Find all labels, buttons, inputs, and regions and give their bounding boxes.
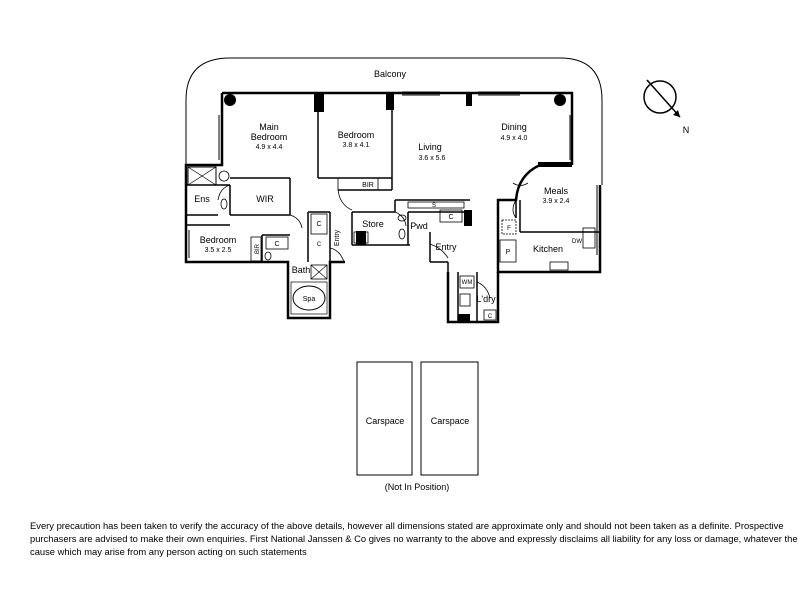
sliding-doors [402, 91, 520, 96]
cupboard-label: C [448, 214, 453, 221]
washing-machine-label: WM [462, 280, 473, 286]
main-bedroom-dimension: 4.9 x 4.4 [256, 144, 283, 151]
spa-label: Spa [303, 296, 316, 303]
bath-shower-cross [310, 264, 328, 280]
kitchen-pantry [499, 239, 517, 263]
bir-robe [337, 177, 379, 191]
kitchen-fridge [501, 219, 517, 235]
outer-walls [184, 91, 602, 324]
bath-label: Bath [292, 265, 311, 275]
bedroom-2-label: Bedroom [338, 130, 375, 140]
shower [187, 166, 217, 186]
main-bedroom-label: Bedroom [251, 132, 288, 142]
kitchen-sink [582, 227, 596, 249]
laundry-label: L'dry [476, 294, 496, 304]
spa-frame [290, 281, 328, 315]
bir-label: BIR [362, 182, 374, 189]
kitchen-cooktop [549, 261, 569, 271]
dishwasher-label: DW [572, 239, 582, 245]
internal-walls [186, 110, 600, 322]
column [386, 92, 394, 110]
entry-label: Entry [435, 242, 457, 252]
cupboard [483, 309, 497, 321]
carspace-2-label: Carspace [431, 416, 470, 426]
meals-dimension: 3.9 x 2.4 [543, 198, 570, 205]
shower-cross [187, 166, 217, 186]
laundry-tub [459, 293, 471, 307]
cupboard-label: C [317, 242, 322, 248]
door-swings [217, 182, 529, 299]
ensuite-label: Ens [194, 194, 210, 204]
column [466, 92, 472, 106]
entry-label: Entry [334, 229, 341, 246]
bedroom-2-dimension: 3.8 x 4.1 [343, 142, 370, 149]
wir-label: WIR [256, 194, 274, 204]
living-dimension: 3.6 x 5.6 [419, 155, 446, 162]
column [356, 231, 366, 245]
column [464, 210, 472, 226]
dining-label: Dining [501, 122, 527, 132]
bedroom-3-label: Bedroom [200, 235, 237, 245]
cupboard [439, 209, 463, 223]
bedroom-3-dimension: 3.5 x 2.5 [205, 247, 232, 254]
shelf [407, 201, 465, 209]
shelf-label: S [432, 203, 436, 209]
washing-machine [459, 275, 475, 289]
bir-robe [250, 236, 262, 262]
spa-tub [292, 285, 326, 311]
carspace-1-label: Carspace [366, 416, 405, 426]
living-label: Living [418, 142, 442, 152]
basin [397, 214, 407, 222]
carspace-1 [356, 361, 413, 476]
kitchen-label: Kitchen [533, 244, 563, 254]
store-shelf [353, 231, 369, 244]
compass-icon [643, 79, 681, 118]
toilet [398, 228, 406, 240]
main-bedroom-label: Main [259, 122, 279, 132]
not-in-position-label: (Not In Position) [385, 482, 450, 492]
windows [188, 115, 598, 258]
cupboard-label: C [488, 314, 493, 320]
dining-dimension: 4.9 x 4.0 [501, 135, 528, 142]
cupboard-label: C [274, 241, 279, 248]
pantry-label: P [506, 249, 511, 256]
balcony-label: Balcony [374, 69, 407, 79]
column [554, 94, 566, 106]
wall-block [538, 162, 572, 167]
disclaimer-text: Every precaution has been taken to verif… [30, 520, 798, 557]
bath-shower [310, 264, 328, 280]
basin [218, 170, 230, 182]
carspace-2 [420, 361, 479, 476]
fridge-label: F [507, 226, 511, 232]
cupboard-label: C [316, 221, 321, 228]
store-label: Store [362, 219, 384, 229]
column [224, 94, 236, 106]
compass-north-label: N [683, 125, 690, 135]
bir-label: BIR [255, 243, 261, 254]
heater-label: H [359, 236, 363, 242]
wall-block [458, 314, 470, 322]
column [314, 92, 324, 112]
toilet [264, 251, 272, 261]
toilet [220, 198, 228, 210]
powder-room-label: Pwd [410, 221, 428, 231]
meals-label: Meals [544, 186, 569, 196]
cupboard [265, 236, 289, 250]
balcony-outline [185, 57, 603, 185]
cupboard [310, 213, 328, 235]
